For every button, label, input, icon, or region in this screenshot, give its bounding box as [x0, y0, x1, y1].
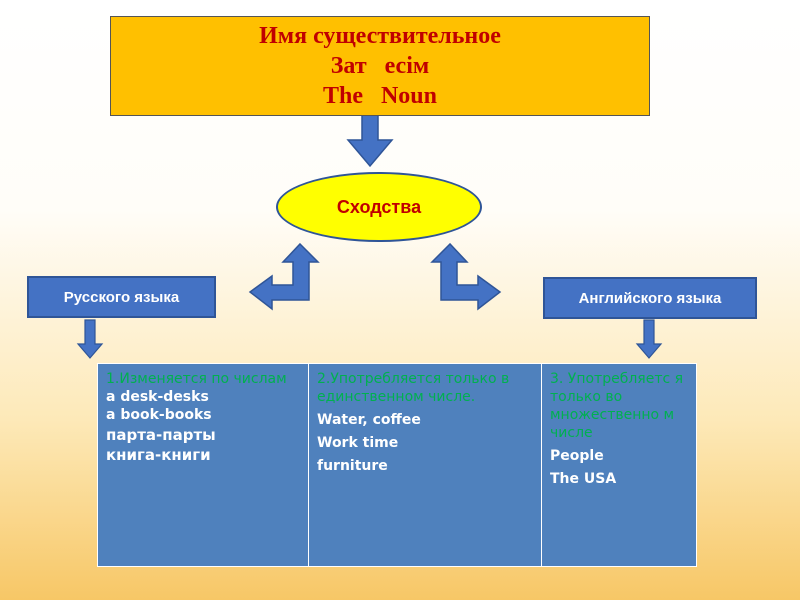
column-3-heading: 3. Употребляетс я только во множественно…: [550, 371, 684, 441]
comparison-table: 1.Изменяется по числам a desk-desks a bo…: [97, 363, 697, 567]
bent-arrow-left-icon: [248, 242, 320, 311]
table-column-1: 1.Изменяется по числам a desk-desks a bo…: [98, 364, 309, 566]
column-3-item: People: [550, 448, 604, 464]
column-3-item: The USA: [550, 471, 617, 487]
down-arrow-right-icon: [635, 319, 663, 359]
down-arrow-title-icon: [346, 111, 394, 168]
column-1-item: a desk-desks: [106, 389, 209, 405]
title-box: Имя существительное Зат есім The Noun: [110, 16, 650, 116]
column-1-item: a book-books: [106, 407, 212, 423]
table-column-2: 2.Употребляется только в единственном чи…: [309, 364, 542, 566]
column-1-item: книга-книги: [106, 446, 211, 464]
column-2-heading: 2.Употребляется только в единственном чи…: [317, 371, 510, 405]
bent-arrow-right-icon: [430, 242, 502, 311]
down-arrow-left-icon: [76, 319, 104, 359]
column-2-item: Water, coffee: [317, 412, 421, 428]
similarities-label: Сходства: [336, 196, 422, 217]
column-1-item: парта-парты: [106, 426, 216, 444]
column-2-item: furniture: [317, 458, 388, 474]
russian-language-box: Русского языка: [27, 276, 216, 318]
column-2-item: Work time: [317, 435, 399, 451]
russian-language-label: Русского языка: [63, 288, 180, 306]
english-language-label: Английского языка: [578, 289, 722, 307]
title-line-3: The Noun: [322, 83, 438, 109]
english-language-box: Английского языка: [543, 277, 757, 319]
title-line-2: Зат есім: [330, 53, 430, 79]
table-column-3: 3. Употребляетс я только во множественно…: [542, 364, 696, 566]
title-line-1: Имя существительное: [259, 23, 501, 49]
similarities-ellipse: Сходства: [276, 172, 482, 242]
column-1-heading: 1.Изменяется по числам: [106, 371, 287, 387]
